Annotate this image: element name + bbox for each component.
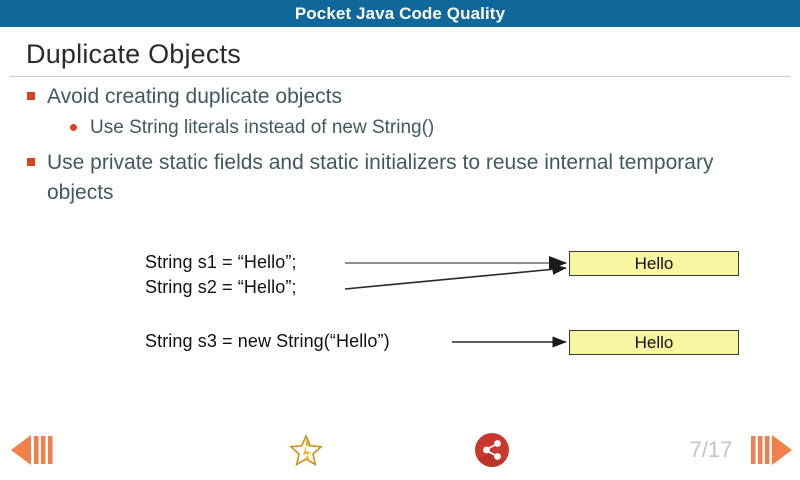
slide-heading: Duplicate Objects [26, 39, 241, 69]
previous-slide-icon [11, 435, 53, 465]
bullet-item-2: Use String literals instead of new Strin… [0, 114, 800, 142]
string-interning-diagram: String s1 = “Hello”; String s2 = “Hello”… [0, 227, 800, 377]
previous-slide-button[interactable] [4, 420, 60, 480]
bullet-item-3-label: Use private static fields and static ini… [47, 151, 714, 204]
star-favorite-icon [289, 434, 323, 467]
dot-bullet-icon [70, 124, 77, 131]
slide-canvas: Duplicate Objects Avoid creating duplica… [0, 27, 800, 420]
next-slide-button[interactable] [744, 420, 800, 480]
object-box-1: Hello [569, 251, 739, 276]
square-bullet-icon [27, 158, 35, 166]
square-bullet-icon [27, 92, 35, 100]
code-line-s1: String s1 = “Hello”; [145, 252, 297, 272]
bottom-navigation-bar: 7/17 [0, 420, 800, 480]
app-titlebar: Pocket Java Code Quality [0, 0, 800, 27]
bullet-item-1-label: Avoid creating duplicate objects [47, 85, 342, 108]
favorite-button[interactable] [282, 420, 330, 480]
bullet-list: Avoid creating duplicate objects Use Str… [0, 82, 800, 210]
object-box-2: Hello [569, 330, 739, 355]
share-button[interactable] [464, 420, 520, 480]
bullet-item-1: Avoid creating duplicate objects [0, 82, 800, 112]
share-icon [475, 433, 509, 468]
bullet-item-3: Use private static fields and static ini… [0, 148, 800, 208]
code-line-s3: String s3 = new String(“Hello”) [145, 331, 390, 351]
object-box-2-label: Hello [634, 332, 674, 352]
bullet-item-2-label: Use String literals instead of new Strin… [90, 117, 435, 138]
object-box-1-label: Hello [634, 253, 674, 273]
heading-divider [10, 76, 790, 77]
app-title: Pocket Java Code Quality [294, 4, 506, 23]
code-line-s2: String s2 = “Hello”; [145, 277, 297, 297]
page-counter: 7/17 [689, 437, 733, 462]
next-slide-icon [751, 435, 792, 465]
